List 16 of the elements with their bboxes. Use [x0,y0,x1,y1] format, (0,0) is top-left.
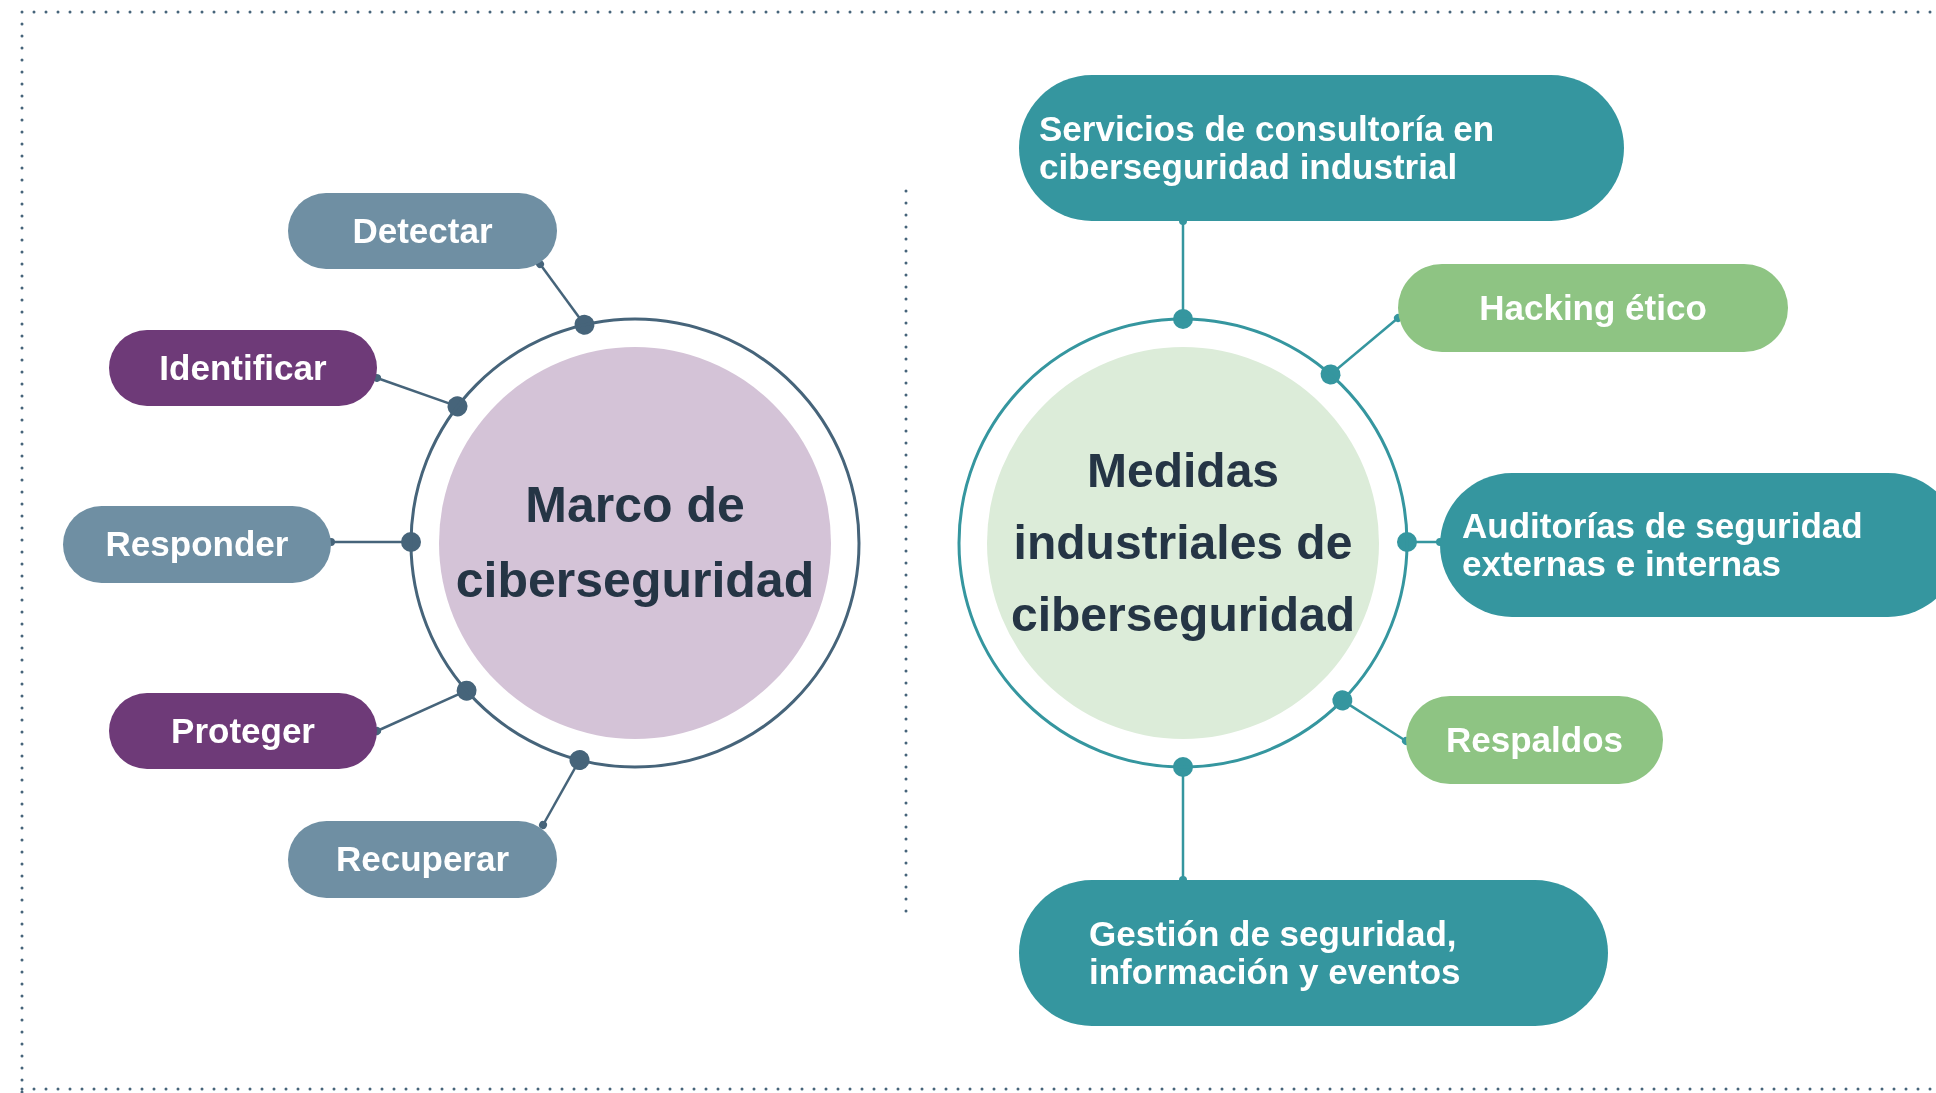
pill-label: Identificar [109,330,377,406]
hub-title: Marco de ciberseguridad [454,476,816,610]
pill-label: Proteger [109,693,377,769]
connector-line [1320,314,1402,385]
pill-label: Detectar [288,193,557,269]
hub-title: Medidas industriales de ciberseguridad [1009,443,1357,643]
pill-label: Responder [63,506,331,583]
pill-label: Recuperar [288,821,557,898]
pill-label: Respaldos [1406,696,1663,784]
pill-label: Auditorías de seguridad externas e internas [1440,473,1936,617]
connector-line [536,260,595,335]
connector-line [539,750,590,829]
pill-label: Gestión de seguridad, información y eventos [1019,880,1608,1026]
connector-line [373,374,468,417]
pill-label: Servicios de consultoría en ciberseguridad industrial [1019,75,1624,221]
pill-label: Hacking ético [1398,264,1788,352]
